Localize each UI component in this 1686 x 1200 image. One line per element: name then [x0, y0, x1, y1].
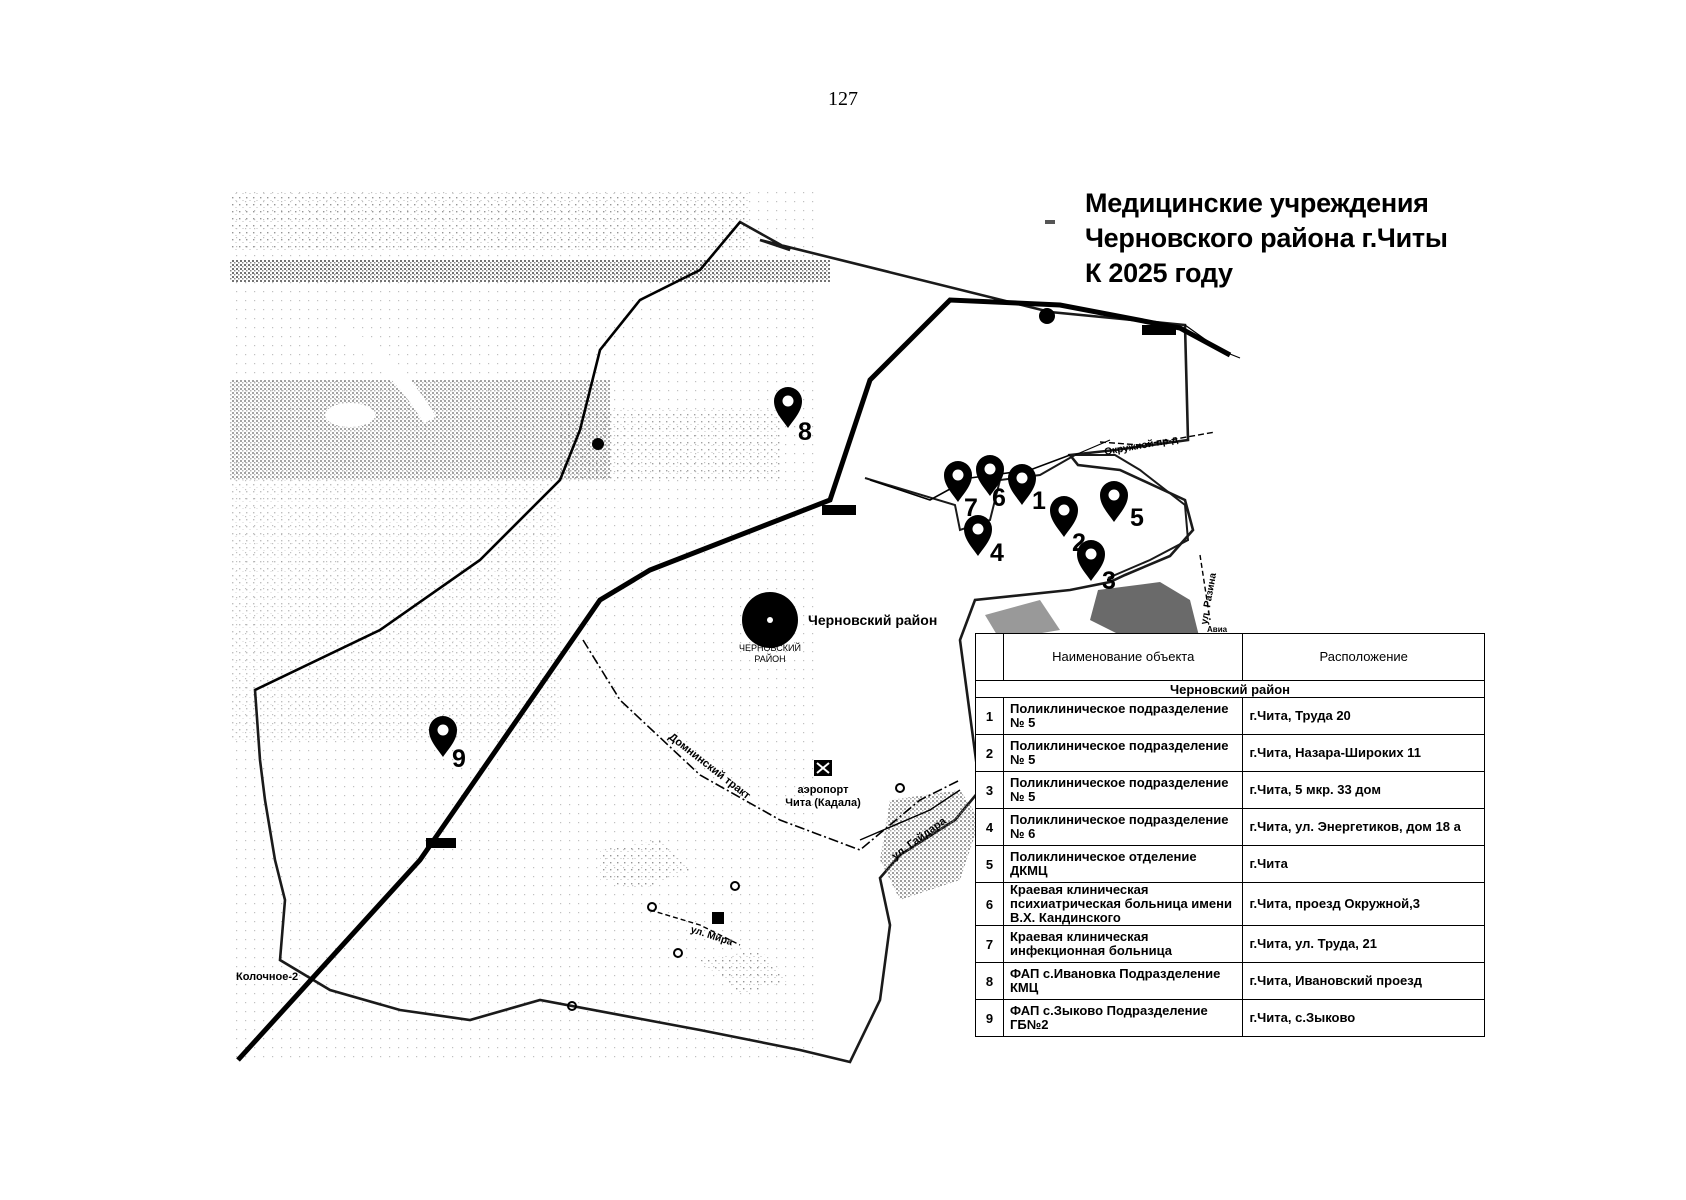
airport-label-1: аэропорт — [798, 784, 850, 796]
legend-row-location: г.Чита, с.Зыково — [1242, 999, 1485, 1037]
background-texture — [230, 192, 830, 1062]
legend-row: 6 Краевая клиническая психиатрическая бо… — [975, 882, 1485, 926]
street-label-razina: ул. Разина — [1199, 572, 1219, 626]
legend-row-name: Краевая клиническая психиатрическая боль… — [1002, 882, 1244, 926]
map-title-line-3: К 2025 году — [1085, 258, 1233, 288]
facility-marker-6[interactable]: 6 — [976, 455, 1006, 512]
legend-row-num: 4 — [975, 808, 1004, 846]
legend-row-name: Поликлиническое отделение ДКМЦ — [1002, 845, 1244, 883]
marker-number-7: 7 — [964, 494, 978, 522]
airport-label-2: Чита (Кадала) — [785, 797, 861, 809]
legend-row-name: ФАП с.Ивановка Подразделение КМЦ — [1002, 962, 1244, 1000]
street-label-okruzhnoy: Окружной пр-д — [1104, 434, 1180, 458]
legend-row-name: Поликлиническое подразделение № 5 — [1002, 734, 1244, 772]
district-label: Черновский район — [808, 612, 937, 628]
map-title-line-1: Медицинские учреждения — [1085, 188, 1429, 218]
legend-row-num: 1 — [975, 697, 1004, 735]
legend-row-location: г.Чита, Труда 20 — [1242, 697, 1485, 735]
legend-row-name: Поликлиническое подразделение № 5 — [1002, 771, 1244, 809]
marker-number-5: 5 — [1130, 504, 1144, 532]
legend-row-num: 7 — [975, 925, 1004, 963]
map-title: Медицинские учреждения Черновского район… — [1085, 186, 1448, 291]
legend-row: 7 Краевая клиническая инфекционная больн… — [975, 925, 1485, 963]
marker-number-4: 4 — [990, 539, 1004, 567]
legend-header-location: Расположение — [1242, 633, 1485, 681]
district-sublabel-1: ЧЕРНОВСКИЙ — [739, 642, 801, 653]
facility-marker-5[interactable]: 5 — [1100, 481, 1144, 532]
legend-row-name: Поликлиническое подразделение № 6 — [1002, 808, 1244, 846]
marker-number-8: 8 — [798, 418, 812, 446]
legend-row-name: Поликлиническое подразделение № 5 — [1002, 697, 1244, 735]
legend-row-num: 8 — [975, 962, 1004, 1000]
map-title-line-2: Черновского района г.Читы — [1085, 223, 1448, 253]
page-number: 127 — [828, 88, 858, 110]
legend-row-location: г.Чита, Назара-Широких 11 — [1242, 734, 1485, 772]
legend-row: 3 Поликлиническое подразделение № 5 г.Чи… — [975, 771, 1485, 809]
legend-row-location: г.Чита, проезд Окружной,3 — [1242, 882, 1485, 926]
facility-marker-9[interactable]: 9 — [429, 716, 466, 773]
facility-marker-4[interactable]: 4 — [964, 515, 1004, 567]
legend-row: 1 Поликлиническое подразделение № 5 г.Чи… — [975, 697, 1485, 735]
settlement-dots — [567, 783, 905, 1011]
legend-row: 8 ФАП с.Ивановка Подразделение КМЦ г.Чит… — [975, 962, 1485, 1000]
legend-row-name: ФАП с.Зыково Подразделение ГБ№2 — [1002, 999, 1244, 1037]
legend-row-location: г.Чита, Ивановский проезд — [1242, 962, 1485, 1000]
legend-row-location: г.Чита, ул. Энергетиков, дом 18 а — [1242, 808, 1485, 846]
district-sublabel-2: РАЙОН — [754, 653, 785, 664]
legend-row-num: 5 — [975, 845, 1004, 883]
legend-row: 4 Поликлиническое подразделение № 6 г.Чи… — [975, 808, 1485, 846]
legend-row-name: Краевая клиническая инфекционная больниц… — [1002, 925, 1244, 963]
facility-legend-table: Наименование объекта Расположение Чернов… — [975, 633, 1485, 1037]
railway — [236, 297, 1232, 1062]
marker-number-1: 1 — [1032, 487, 1046, 515]
legend-section-label: Черновский район — [975, 680, 1485, 698]
legend-row-location: г.Чита — [1242, 845, 1485, 883]
legend-row: 5 Поликлиническое отделение ДКМЦ г.Чита — [975, 845, 1485, 883]
airport-icon — [814, 760, 832, 776]
legend-row-location: г.Чита, 5 мкр. 33 дом — [1242, 771, 1485, 809]
legend-row: 9 ФАП с.Зыково Подразделение ГБ№2 г.Чита… — [975, 999, 1485, 1037]
station-symbols — [426, 220, 1176, 848]
legend-row-num: 2 — [975, 734, 1004, 772]
district-center-symbol — [742, 592, 798, 648]
legend-section-row: Черновский район — [975, 680, 1485, 698]
facility-marker-7[interactable]: 7 — [944, 461, 978, 522]
urban-area — [600, 582, 1200, 995]
legend-row-location: г.Чита, ул. Труда, 21 — [1242, 925, 1485, 963]
legend-row-num: 9 — [975, 999, 1004, 1037]
marker-number-3: 3 — [1102, 567, 1116, 595]
marker-number-6: 6 — [992, 484, 1006, 512]
facility-marker-8[interactable]: 8 — [774, 387, 812, 446]
legend-row-num: 3 — [975, 771, 1004, 809]
facility-marker-1[interactable]: 1 — [1008, 464, 1046, 515]
legend-row-num: 6 — [975, 882, 1004, 926]
place-label-kolochnoe: Колочное-2 — [236, 971, 298, 983]
legend-header-num — [975, 633, 1004, 681]
legend-header-name: Наименование объекта — [1002, 633, 1244, 681]
highway — [254, 221, 741, 691]
marker-number-9: 9 — [452, 745, 466, 773]
facility-marker-3[interactable]: 3 — [1077, 540, 1116, 595]
school-icon — [712, 912, 724, 924]
legend-row: 2 Поликлиническое подразделение № 5 г.Чи… — [975, 734, 1485, 772]
street-label-avia: Авиа — [1207, 625, 1228, 634]
legend-header-row: Наименование объекта Расположение — [975, 633, 1485, 681]
